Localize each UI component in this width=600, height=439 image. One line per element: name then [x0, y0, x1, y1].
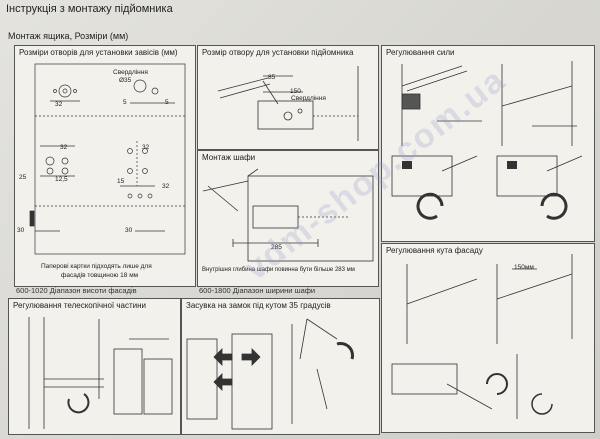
dim-label: 30: [17, 227, 25, 234]
dim-label: 32: [55, 101, 63, 108]
height-range: 600-1020 Діапазон висоти фасадів: [16, 286, 137, 295]
dim-label: 32: [142, 144, 150, 151]
panel-angle: Регулювання кута фасаду 150мм: [381, 243, 595, 433]
section-title: Монтаж ящика, Розміри (мм): [8, 31, 129, 41]
panel-lift-hole: Розмір отвору для установки підйомника 8…: [197, 45, 379, 150]
page-title: Інструкція з монтажу підйомника: [6, 3, 173, 15]
panel-telescopic: Регулювання телескопічної частини: [8, 298, 181, 435]
panel-hinge-holes-title: Розміри отворів для установки завісів (м…: [19, 48, 178, 57]
cabinet-diagram: [202, 168, 374, 262]
dim-label: 30: [125, 227, 133, 234]
cabinet-note: Внутрішня глибина шафи повинна бути біль…: [202, 267, 355, 273]
dim-label: 285: [271, 244, 282, 251]
dim-label: 32: [162, 183, 170, 190]
dim-label: 32: [60, 144, 68, 151]
panel-hinge-holes: Розміри отворів для установки завісів (м…: [14, 45, 196, 287]
panel-angle-title: Регулювання кута фасаду: [386, 246, 483, 255]
panel-telescopic-title: Регулювання телескопічної частини: [13, 301, 146, 310]
lock-diagram: [186, 318, 354, 430]
drill-label: Свердління: [113, 69, 148, 76]
angle-diagram: [391, 254, 573, 419]
panel-force: Регулювання сили: [381, 45, 595, 242]
dim-label: 85: [268, 74, 276, 81]
hinge-holes-diagram: [29, 63, 186, 255]
dim-label: 5: [165, 99, 169, 106]
panel-force-title: Регулювання сили: [386, 48, 455, 57]
panel-cabinet: Монтаж шафи 285 Внутрішня глибина шафи п…: [197, 150, 379, 287]
panel-lift-hole-title: Розмір отвору для установки підйомника: [202, 48, 354, 57]
dim-label: 12,5: [55, 176, 68, 183]
dim-label: 150мм: [514, 264, 534, 271]
dim-label: 15: [117, 178, 125, 185]
panel-lock: Засувка на замок під кутом 35 градусів: [181, 298, 380, 435]
drill-diameter: Ø35: [119, 77, 132, 84]
dim-label: 25: [19, 174, 27, 181]
width-range: 600-1800 Діапазон ширини шафи: [199, 286, 316, 295]
dim-label: 150: [290, 88, 301, 95]
panel-lock-title: Засувка на замок під кутом 35 градусів: [186, 301, 331, 310]
note-line-1: Паперові картки підходять лише для: [41, 263, 152, 270]
force-diagram: [391, 61, 583, 220]
note-line-2: фасадів товщиною 18 мм: [61, 272, 139, 279]
lift-hole-diagram: [217, 66, 359, 141]
panel-cabinet-title: Монтаж шафи: [202, 153, 256, 162]
dim-label: 5: [123, 99, 127, 106]
telescopic-diagram: [28, 317, 173, 429]
drill-label: Свердління: [291, 95, 326, 102]
